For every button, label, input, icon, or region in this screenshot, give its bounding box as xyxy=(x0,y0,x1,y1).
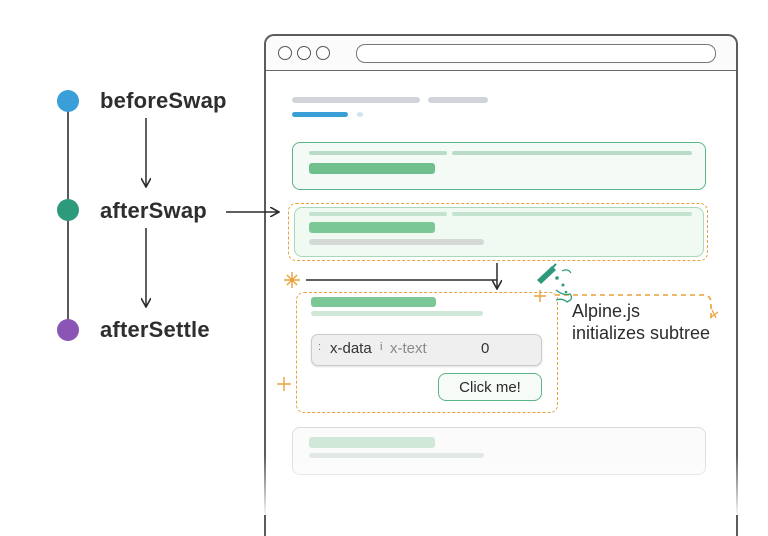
sparkle-icon xyxy=(709,309,719,319)
after-swap-label: afterSwap xyxy=(100,198,207,223)
after-settle-dot xyxy=(57,319,79,341)
counter-value: 0 xyxy=(481,340,490,357)
browser-titlebar xyxy=(266,36,736,71)
sparkle-icon xyxy=(534,290,546,302)
placeholder-line xyxy=(309,212,447,216)
window-button-maximize[interactable] xyxy=(316,46,330,60)
sparkle-icon xyxy=(277,377,291,391)
connector-overlay xyxy=(0,118,719,391)
placeholder-block xyxy=(309,437,435,448)
window-button-close[interactable] xyxy=(278,46,292,60)
progress-dot xyxy=(357,112,363,117)
after-swap-dot xyxy=(57,199,79,221)
separator-glyph: : xyxy=(318,341,322,353)
placeholder-block xyxy=(309,163,435,174)
x-data-attribute: x-data xyxy=(330,340,372,357)
header-placeholder-bar xyxy=(428,97,488,103)
before-swap-label: beforeSwap xyxy=(100,88,227,113)
sparkle-icon xyxy=(284,272,300,288)
window-button-minimize[interactable] xyxy=(297,46,311,60)
separator-glyph: i xyxy=(380,341,383,353)
magic-wand-icon xyxy=(537,263,573,303)
placeholder-line xyxy=(452,151,692,155)
header-placeholder-bar xyxy=(292,97,420,103)
x-text-attribute: x-text xyxy=(390,340,427,357)
placeholder-block xyxy=(309,222,435,233)
after-settle-label: afterSettle xyxy=(100,317,210,342)
alpine-component-field xyxy=(311,334,542,366)
address-bar[interactable] xyxy=(356,44,716,63)
placeholder-line xyxy=(311,311,483,316)
annotation-line-2: initializes subtree xyxy=(572,323,711,343)
placeholder-block xyxy=(311,297,436,307)
click-me-button[interactable]: Click me! xyxy=(438,373,542,401)
annotation-line-1: Alpine.js xyxy=(572,301,641,321)
annotation-dashed-bracket xyxy=(555,294,712,318)
alpine-component-outline xyxy=(296,292,558,413)
placeholder-line xyxy=(309,151,447,155)
progress-bar xyxy=(292,112,348,117)
swapped-content-outline xyxy=(288,203,708,261)
placeholder-line xyxy=(309,239,484,245)
placeholder-line xyxy=(452,212,692,216)
before-swap-dot xyxy=(57,90,79,112)
bottom-fade xyxy=(264,455,738,515)
